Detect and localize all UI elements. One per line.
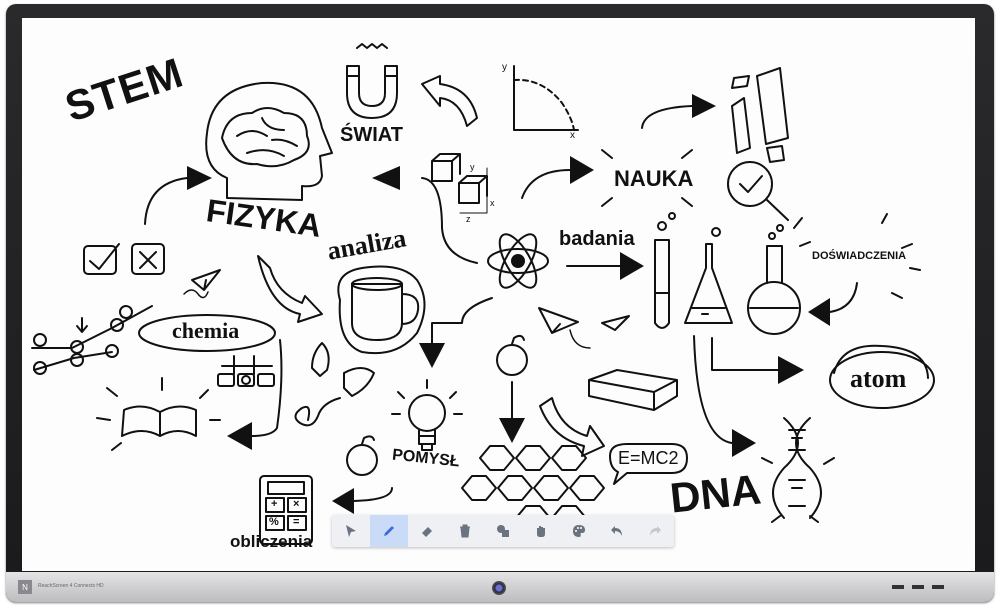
atom-drawing bbox=[511, 254, 525, 268]
word-atom: atom bbox=[850, 364, 907, 393]
bezel-buttons bbox=[892, 585, 944, 589]
book-drawing bbox=[121, 405, 197, 437]
flask-drawing bbox=[684, 243, 733, 324]
pen-icon bbox=[384, 526, 394, 536]
cubes-drawing bbox=[431, 153, 488, 204]
calc-percent: % bbox=[269, 516, 279, 528]
calc-times: × bbox=[293, 498, 300, 510]
trash-icon bbox=[460, 524, 470, 538]
paper-plane-drawing bbox=[538, 307, 579, 334]
redo-button[interactable] bbox=[636, 515, 674, 547]
calculator-drawing bbox=[259, 475, 313, 545]
line-chart-drawing bbox=[31, 305, 153, 349]
word-badania: badania bbox=[559, 228, 635, 250]
brand-label: ReachScreen 4 Connects HD bbox=[38, 583, 104, 589]
curved-arrow-drawing bbox=[257, 255, 323, 323]
curved-arrow-drawing bbox=[539, 397, 605, 457]
word-chemia: chemia bbox=[172, 318, 240, 343]
cube-axis-z: z bbox=[466, 214, 471, 224]
curved-arrow-drawing bbox=[421, 75, 478, 127]
camera-icon bbox=[492, 581, 506, 595]
shapes-tool-button[interactable] bbox=[484, 515, 522, 547]
delete-tool-button[interactable] bbox=[446, 515, 484, 547]
word-swiat: ŚWIAT bbox=[340, 124, 403, 146]
calc-equals: = bbox=[293, 516, 300, 528]
cube-axis-x: x bbox=[490, 198, 495, 208]
apple-drawing bbox=[496, 344, 528, 376]
rocket-drawing bbox=[311, 342, 375, 397]
exclamation-drawing bbox=[731, 67, 789, 163]
graph-drawing bbox=[513, 65, 579, 131]
word-doswiadczenia: DOŚWIADCZENIA bbox=[812, 250, 907, 262]
emc2-bubble bbox=[609, 443, 688, 485]
hand-icon bbox=[537, 526, 545, 537]
whiteboard-drawing bbox=[31, 43, 935, 545]
palette-icon bbox=[573, 525, 585, 537]
word-dna: DNA bbox=[667, 465, 764, 522]
color-tool-button[interactable] bbox=[560, 515, 598, 547]
eraser-icon bbox=[422, 527, 432, 537]
undo-button[interactable] bbox=[598, 515, 636, 547]
magnifier-drawing bbox=[727, 161, 773, 207]
calc-plus: + bbox=[271, 498, 278, 510]
lightbulb-drawing bbox=[408, 394, 446, 432]
bezel-button-icon[interactable] bbox=[932, 585, 944, 589]
eraser-tool-button[interactable] bbox=[408, 515, 446, 547]
checkbox-drawing bbox=[83, 245, 117, 275]
display-bezel: N ReachScreen 4 Connects HD bbox=[6, 572, 994, 602]
bezel-button-icon[interactable] bbox=[892, 585, 904, 589]
whiteboard-canvas[interactable]: STEM FIZYKA ŚWIAT analiza NAUKA badania … bbox=[22, 18, 975, 571]
word-nauka: NAUKA bbox=[614, 166, 694, 191]
paper-plane-drawing bbox=[191, 269, 221, 291]
head-brain-drawing bbox=[205, 81, 333, 201]
cup-drawing bbox=[351, 283, 420, 341]
word-emc2: E=MC2 bbox=[618, 448, 679, 468]
dna-drawing bbox=[772, 417, 822, 519]
gadgets-drawing bbox=[217, 373, 235, 387]
test-tube-drawing bbox=[654, 239, 670, 329]
undo-icon bbox=[611, 526, 622, 536]
chemia-oval bbox=[138, 314, 276, 352]
book-drawing bbox=[588, 369, 678, 411]
hexagons-drawing bbox=[461, 445, 605, 519]
word-obliczenia: obliczenia bbox=[230, 532, 313, 551]
select-tool-button[interactable] bbox=[332, 515, 370, 547]
atom-oval bbox=[829, 351, 935, 409]
cube-axis-y: y bbox=[470, 162, 475, 172]
magnet-drawing bbox=[346, 65, 398, 119]
graph-axis-x: x bbox=[570, 130, 575, 141]
arrowheads bbox=[187, 94, 830, 514]
bezel-button-icon[interactable] bbox=[912, 585, 924, 589]
drawing-toolbar bbox=[332, 515, 674, 547]
brand-logo: N bbox=[18, 580, 32, 594]
shapes-icon bbox=[497, 525, 509, 537]
graph-axis-y: y bbox=[502, 62, 507, 73]
cursor-icon bbox=[346, 525, 356, 537]
redo-icon bbox=[650, 526, 661, 536]
pen-tool-button[interactable] bbox=[370, 515, 408, 547]
pan-tool-button[interactable] bbox=[522, 515, 560, 547]
